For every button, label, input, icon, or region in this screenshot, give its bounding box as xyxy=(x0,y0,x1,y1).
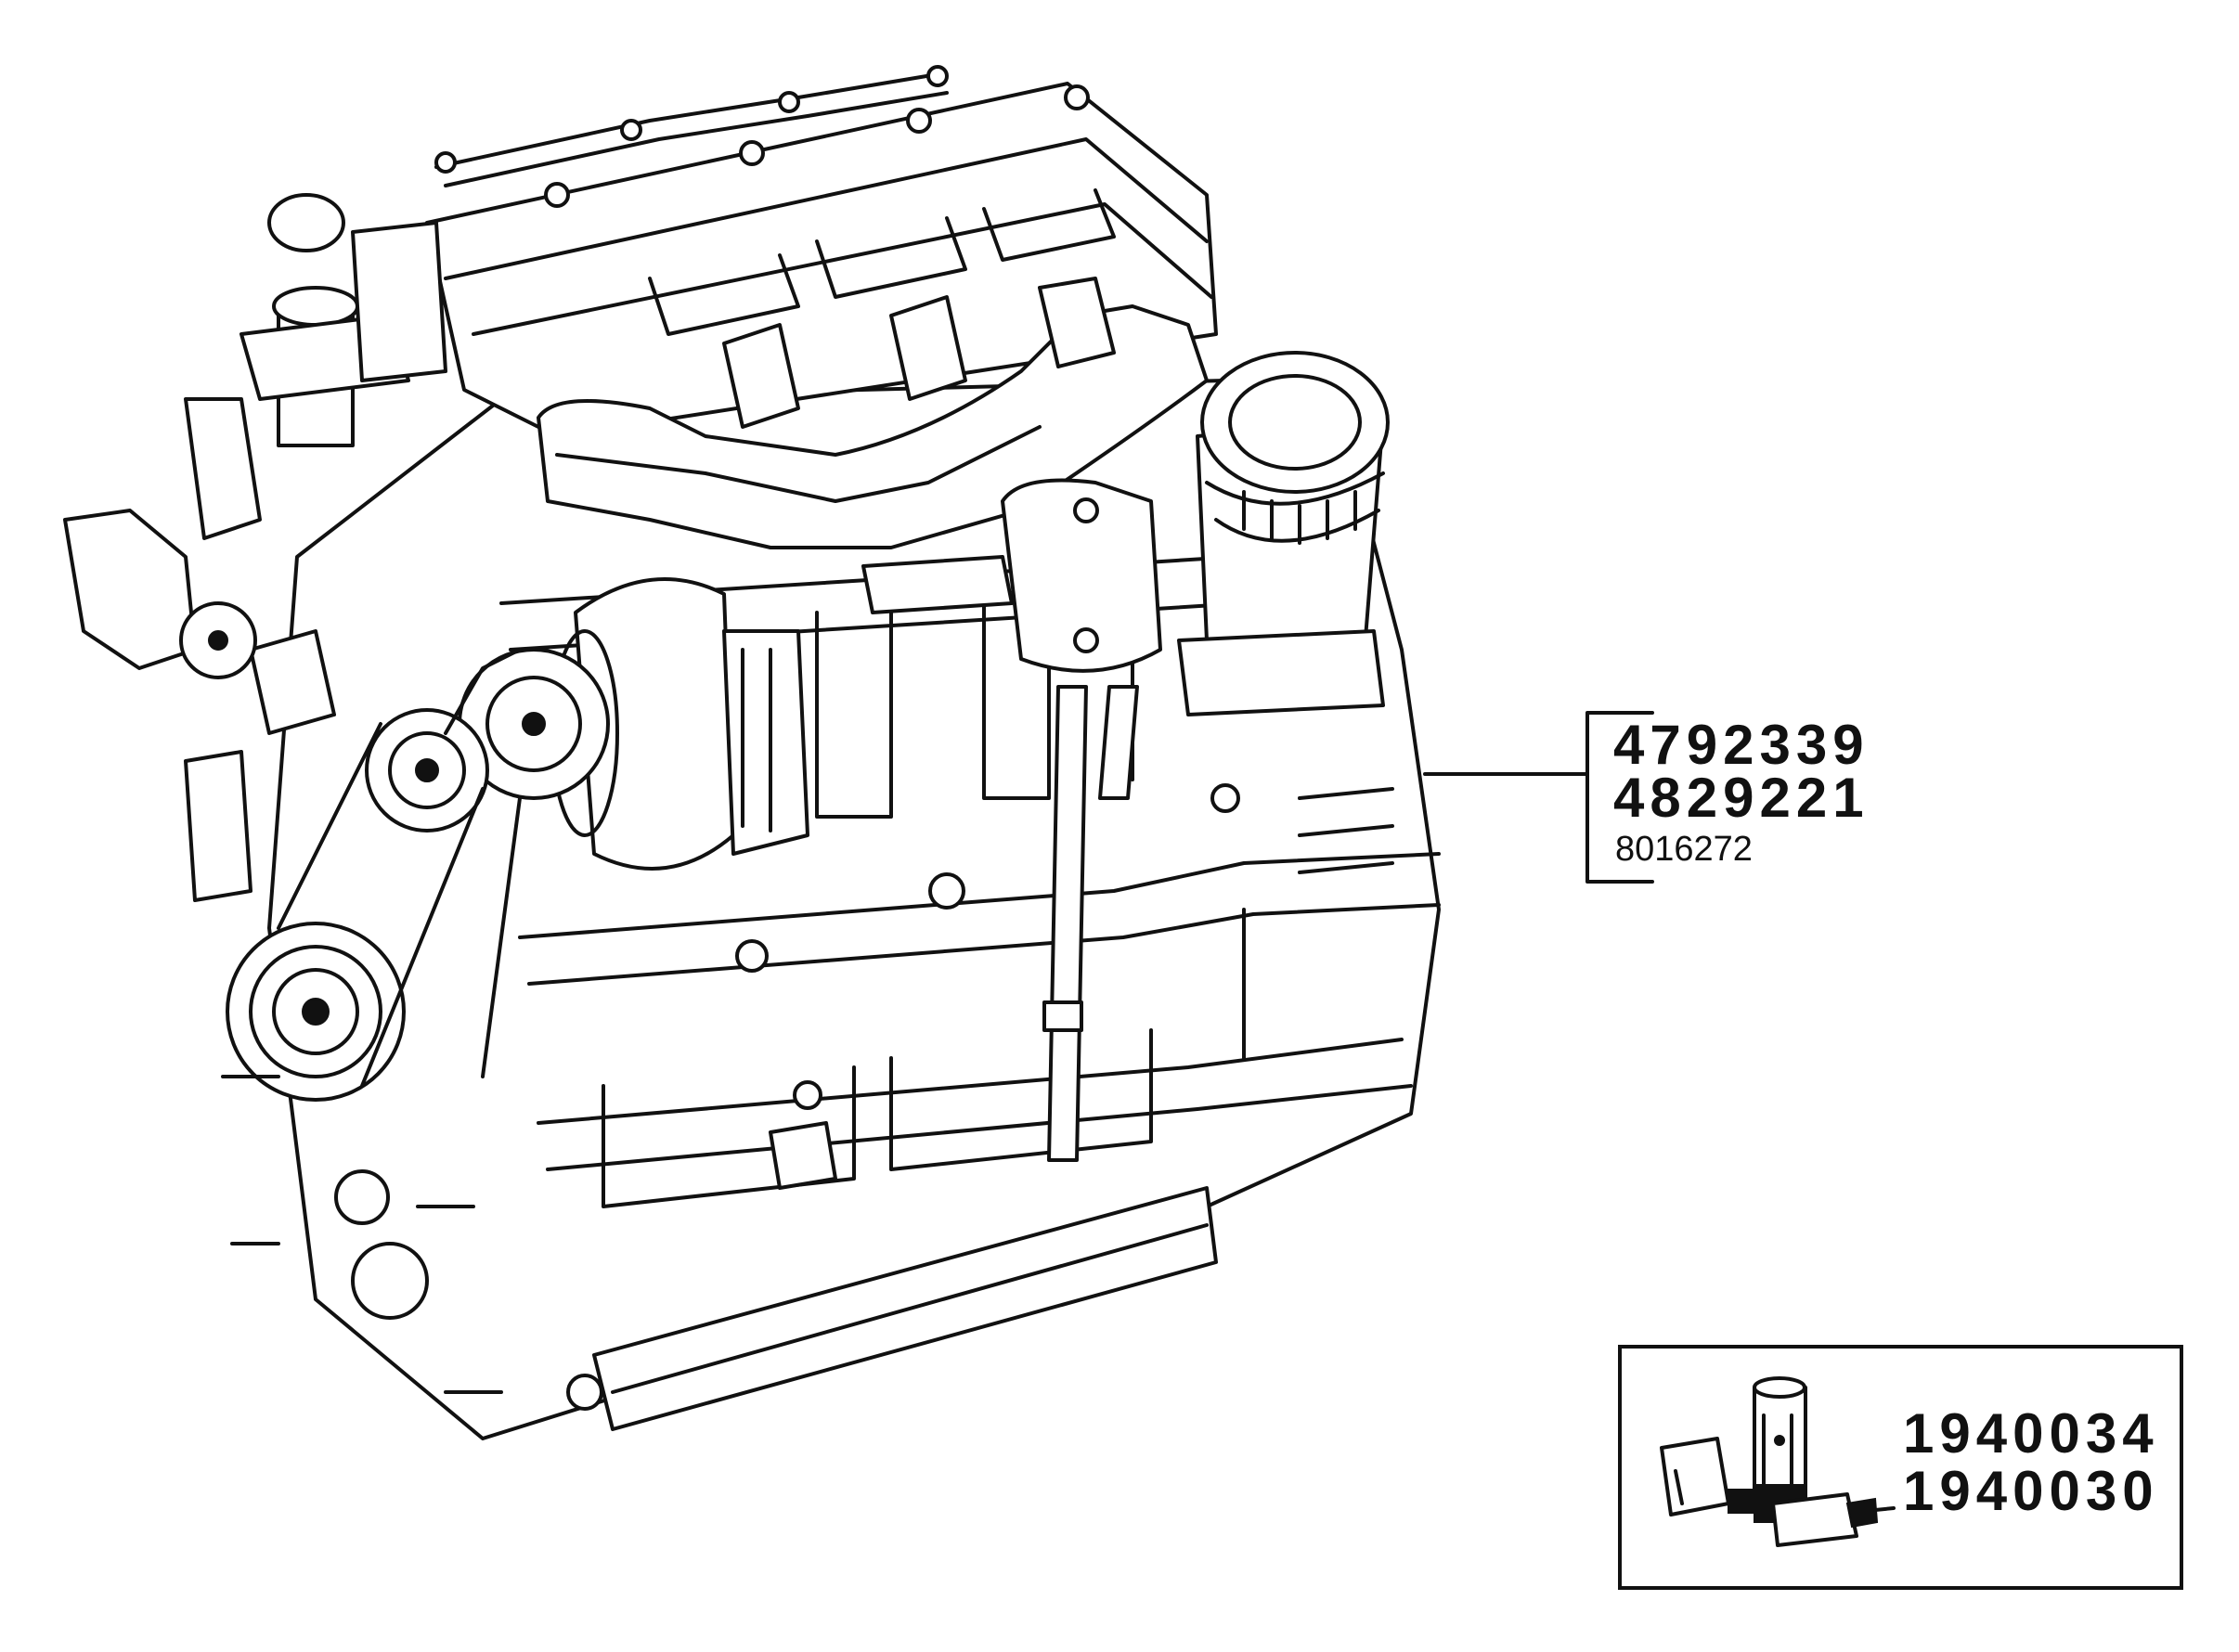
injector-lines xyxy=(434,65,949,187)
water-pump-pulley xyxy=(365,708,489,832)
crank-pulley xyxy=(226,922,406,1102)
oil-breather xyxy=(1001,478,1162,673)
mounting-studs xyxy=(221,783,1240,1411)
rocker-cover xyxy=(425,82,1218,438)
oil-filter xyxy=(1177,351,1390,716)
part-number-primary-1: 4792339 xyxy=(1613,714,1870,776)
main-callout: 4792339 4829221 8016272 xyxy=(1423,711,1870,884)
oil-sump xyxy=(592,1186,1218,1431)
engine-illustration xyxy=(63,65,1441,1440)
cooling-fan xyxy=(63,397,336,902)
part-number-secondary: 8016272 xyxy=(1615,830,1753,869)
callout-bracket xyxy=(1585,711,1654,884)
fan-belt xyxy=(277,648,522,1088)
alternator xyxy=(458,577,809,871)
inset-part-number-1: 1940034 xyxy=(1903,1402,2159,1465)
dipstick-tube xyxy=(1042,685,1139,1162)
inset-box: 1940034 1940030 xyxy=(1618,1345,2183,1590)
sensor-illustration xyxy=(1660,1376,1896,1547)
oil-drain-plug xyxy=(769,1080,837,1190)
inset-part-number-2: 1940030 xyxy=(1903,1460,2159,1522)
part-number-primary-2: 4829221 xyxy=(1613,767,1870,829)
thermostat-housing xyxy=(239,193,447,447)
